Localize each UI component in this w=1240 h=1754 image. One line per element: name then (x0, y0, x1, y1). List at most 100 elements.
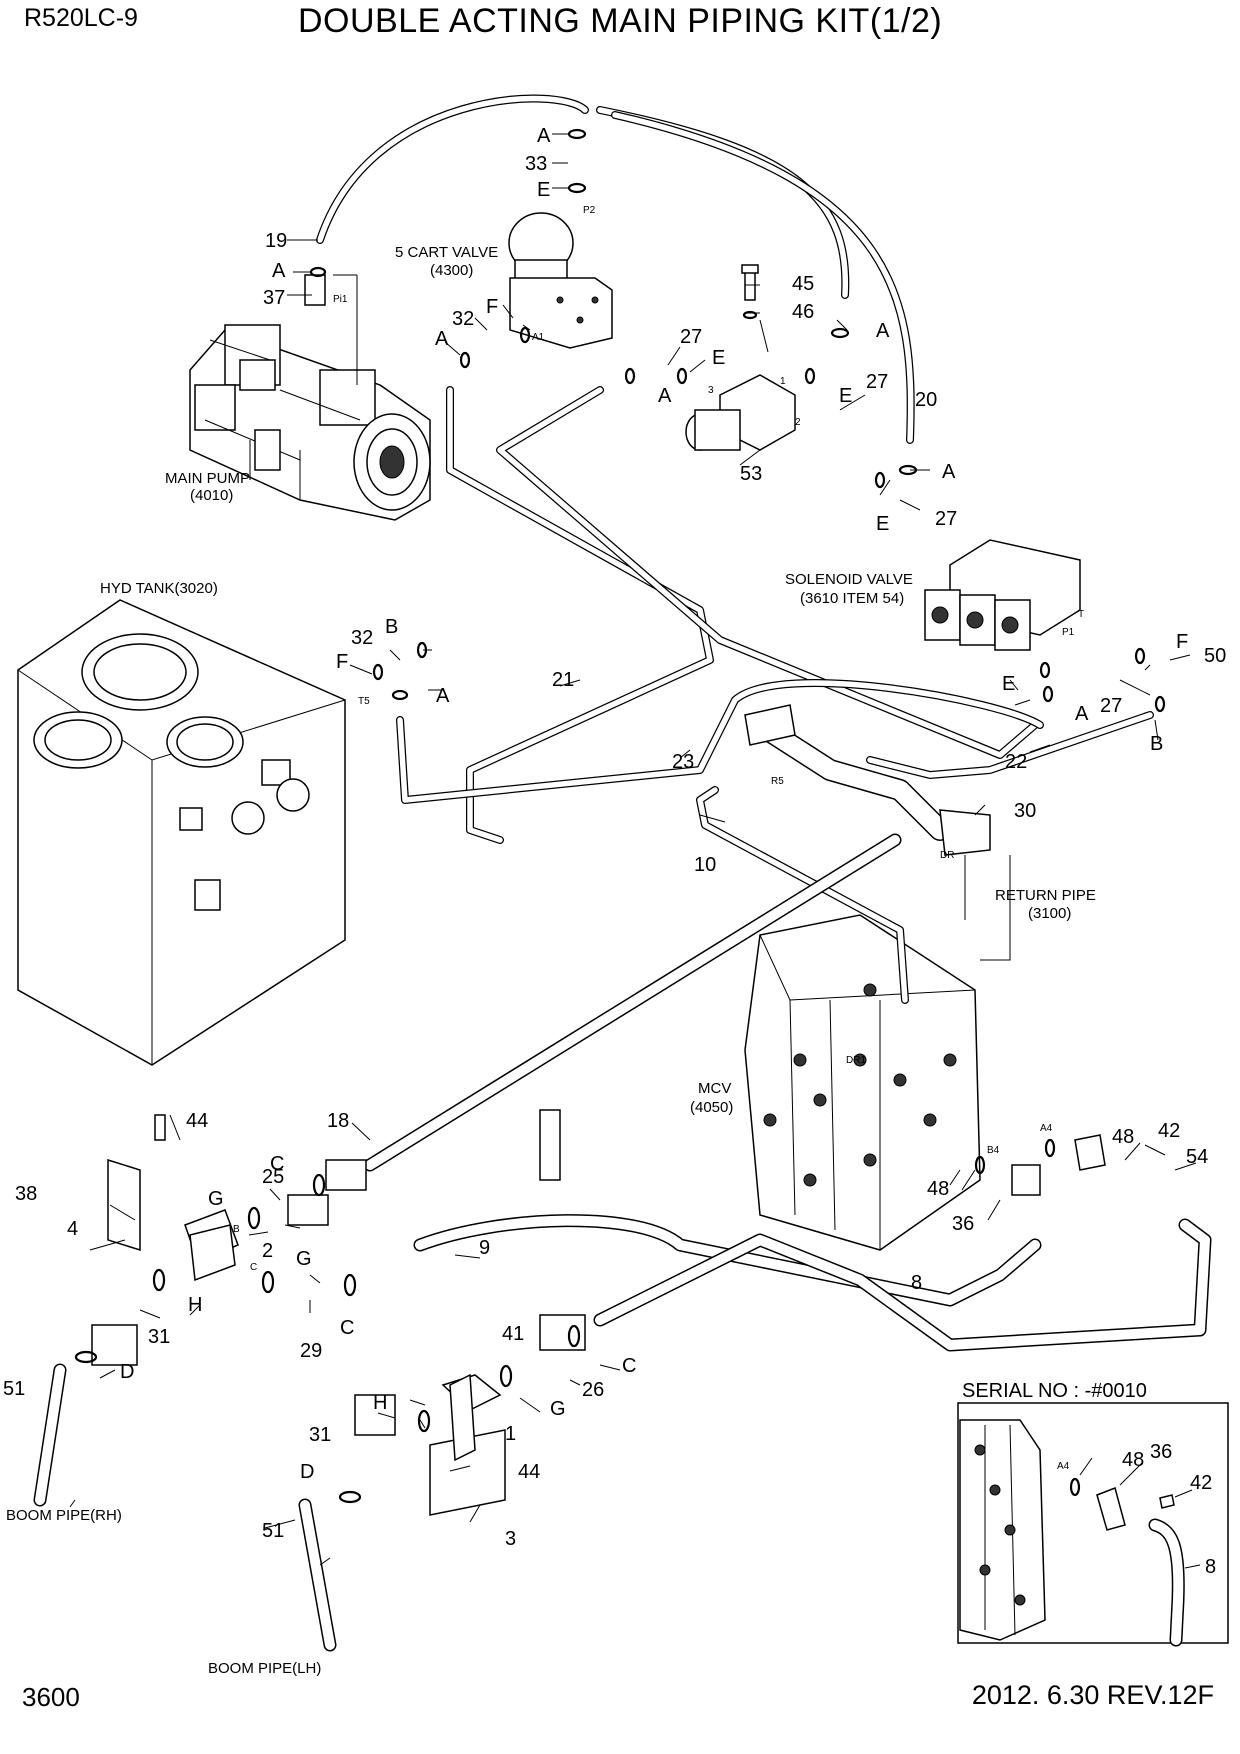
callout-53: 53 (740, 463, 762, 485)
callout-41: 41 (502, 1323, 524, 1345)
callout-c-bottom: C (622, 1355, 636, 1377)
callout-27-c: 27 (935, 508, 957, 530)
inset-callout-36: 36 (1150, 1441, 1172, 1463)
callout-48-mcv: 48 (927, 1178, 949, 1200)
callout-54: 54 (1186, 1146, 1208, 1168)
callout-20: 20 (915, 389, 937, 411)
o-rings (74, 128, 1166, 1504)
callout-45: 45 (792, 273, 814, 295)
port-b-block: B (233, 1224, 240, 1235)
callout-19: 19 (265, 230, 287, 252)
port-t: T (1078, 609, 1084, 620)
callout-38: 38 (15, 1183, 37, 1205)
return-pipe-drawing: DR R5 RETURN PIPE (3100) (744, 704, 1096, 961)
inset-callout-48: 48 (1122, 1449, 1144, 1471)
port-a1: A1 (532, 332, 545, 343)
mcv-label: MCV (698, 1080, 731, 1097)
port-dr1: DR1 (846, 1055, 866, 1066)
solenoid-valve-label: SOLENOID VALVE (785, 571, 913, 588)
solenoid-valve-code: (3610 ITEM 54) (800, 590, 904, 607)
high-pressure-hoses (33, 833, 1212, 1652)
main-pump-drawing: Pi1 MAIN PUMP (4010) (165, 274, 431, 521)
callout-g-bottom: G (550, 1398, 566, 1420)
port-1: 1 (780, 376, 786, 387)
revision-date: 2012. 6.30 REV.12F (971, 1680, 1214, 1710)
callout-d-top: D (120, 1361, 134, 1383)
callout-51-lh: 51 (262, 1520, 284, 1542)
mcv-drawing: MCV (4050) DR1 A4 B4 (690, 914, 1106, 1251)
callout-e-right: E (839, 385, 852, 407)
callout-26: 26 (582, 1379, 604, 1401)
mcv-code: (4050) (690, 1099, 733, 1116)
callout-a-top: A (537, 125, 551, 147)
callout-f-sol: F (1176, 631, 1188, 653)
model-code: R520LC-9 (24, 4, 138, 32)
page-title: DOUBLE ACTING MAIN PIPING KIT(1/2) (298, 2, 943, 40)
solenoid-valve-drawing: SOLENOID VALVE (3610 ITEM 54) T P1 (785, 539, 1084, 651)
callout-27-a: 27 (680, 326, 702, 348)
port-pi1: Pi1 (333, 294, 348, 305)
hyd-tank-drawing: HYD TANK(3020) T5 (17, 580, 370, 1066)
callout-h-top: H (188, 1294, 202, 1316)
port-p2: P2 (583, 205, 596, 216)
callout-21: 21 (552, 669, 574, 691)
callout-a-53: A (658, 385, 672, 407)
callout-2: 2 (262, 1240, 273, 1262)
callout-50: 50 (1204, 645, 1226, 667)
cart-valve-code: (4300) (430, 262, 473, 279)
callout-a-20: A (942, 461, 956, 483)
port-a4: A4 (1040, 1123, 1053, 1134)
callout-b-sol: B (1150, 733, 1163, 755)
callout-b-mid: B (385, 616, 398, 638)
port-p1: P1 (1062, 627, 1075, 638)
callout-31-top: 31 (148, 1326, 170, 1348)
callout-1: 1 (505, 1423, 516, 1445)
callout-51-rh: 51 (3, 1378, 25, 1400)
return-pipe-code: (3100) (1028, 905, 1071, 922)
valve-block-53-drawing: 3 1 2 (685, 264, 801, 451)
pilot-hoses (316, 94, 1154, 1004)
return-pipe-label: RETURN PIPE (995, 887, 1096, 904)
callout-22: 22 (1005, 751, 1027, 773)
port-c-block: C (250, 1262, 257, 1273)
callout-44-bottom: 44 (518, 1461, 540, 1483)
callout-36-main: 36 (952, 1213, 974, 1235)
callout-10: 10 (694, 854, 716, 876)
callout-f-cart: F (486, 296, 498, 318)
port-t5: T5 (358, 696, 370, 707)
callout-c-mid: C (340, 1317, 354, 1339)
callout-e-top: E (537, 179, 550, 201)
cart-valve-drawing: 5 CART VALVE (4300) P2 A1 (395, 205, 613, 349)
callout-d-bottom: D (300, 1461, 314, 1483)
callouts: 19 A 37 A 33 E A 32 F 27 E A 53 45 46 A … (3, 125, 1226, 1677)
port-3: 3 (708, 385, 714, 396)
boom-pipe-rh-label: BOOM PIPE(RH) (6, 1507, 122, 1524)
callout-g-top: G (208, 1188, 224, 1210)
callout-h-bottom: H (373, 1392, 387, 1414)
callout-48-main: 48 (1112, 1126, 1134, 1148)
inset-title: SERIAL NO : -#0010 (962, 1380, 1147, 1402)
callout-23: 23 (672, 751, 694, 773)
main-pump-label: MAIN PUMP (165, 470, 250, 487)
cart-valve-label: 5 CART VALVE (395, 244, 498, 261)
callout-29: 29 (300, 1340, 322, 1362)
inset-callout-42: 42 (1190, 1472, 1212, 1494)
callout-8: 8 (911, 1272, 922, 1294)
port-2: 2 (795, 417, 801, 428)
boom-bracket-lh (429, 1373, 506, 1516)
boom-bracket-rh (107, 1158, 239, 1282)
callout-a-mid: A (436, 685, 450, 707)
callout-c-top: C (270, 1153, 284, 1175)
callout-44-top: 44 (186, 1110, 208, 1132)
callout-a-pump: A (272, 260, 286, 282)
callout-e-sol: E (1002, 673, 1015, 695)
callout-33: 33 (525, 153, 547, 175)
callout-42-main: 42 (1158, 1120, 1180, 1142)
callout-37: 37 (263, 287, 285, 309)
callout-9: 9 (479, 1237, 490, 1259)
callout-32-mid: 32 (351, 627, 373, 649)
inset-callout-8: 8 (1205, 1556, 1216, 1578)
callout-3: 3 (505, 1528, 516, 1550)
